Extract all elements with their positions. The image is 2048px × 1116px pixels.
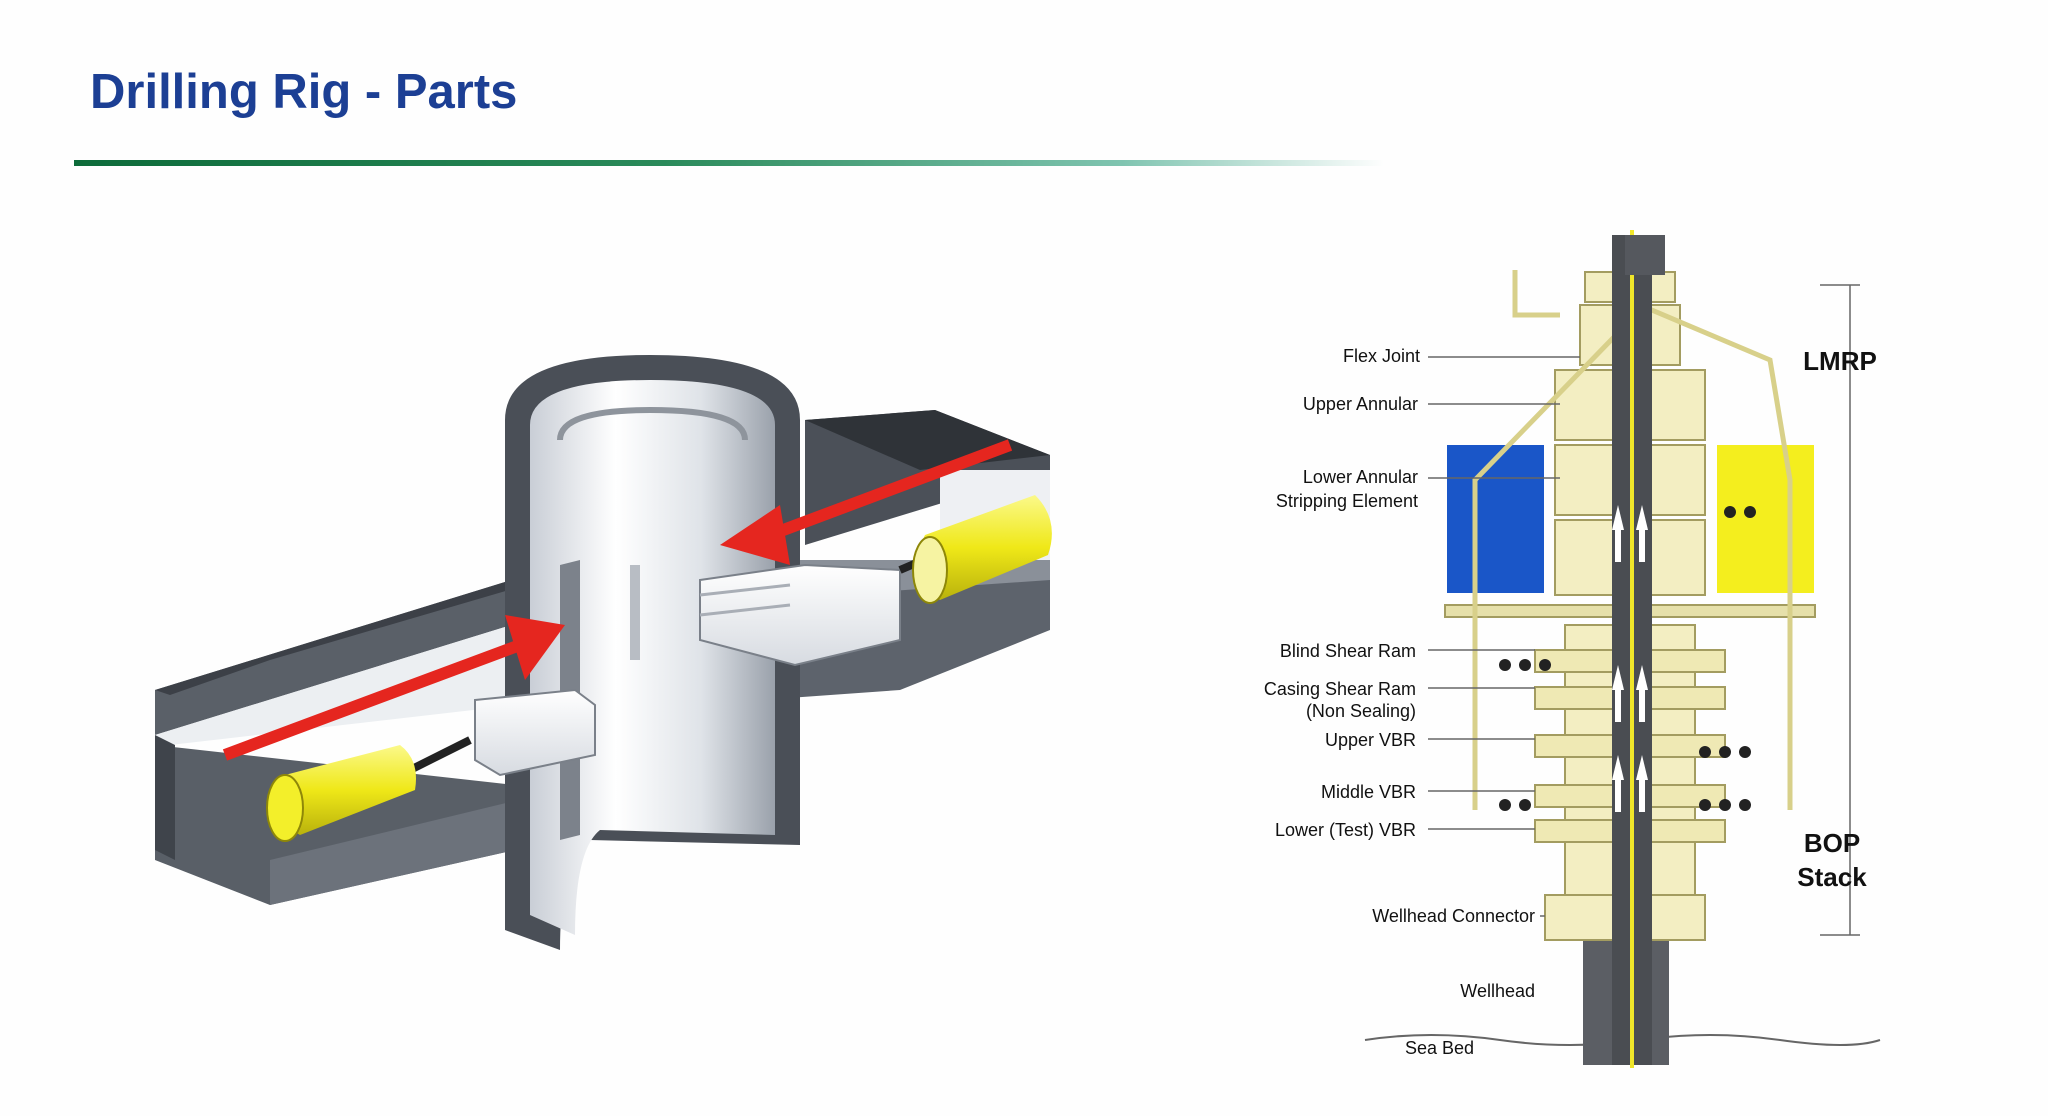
label-blind-shear-ram: Blind Shear Ram (1280, 641, 1416, 661)
yellow-control-pod (1717, 445, 1814, 593)
label-casing-shear-ram: Casing Shear Ram (1264, 679, 1416, 699)
label-stack: Stack (1797, 862, 1867, 892)
left-hydraulic-cylinder (266, 736, 472, 842)
bop-stack-diagram (1364, 230, 1881, 1068)
slide-title: Drilling Rig - Parts (90, 65, 518, 119)
left-ram-motion-arrow (222, 615, 565, 761)
label-leader-lines (1428, 284, 1860, 936)
label-upper-annular: Upper Annular (1303, 394, 1418, 414)
right-ram-block (699, 563, 901, 667)
right-hydraulic-cylinder (898, 495, 1052, 604)
label-bop: BOP (1804, 828, 1860, 858)
label-lower-annular: Lower Annular (1303, 467, 1418, 487)
label-lmrp: LMRP (1803, 346, 1877, 376)
label-stripping-element: Stripping Element (1276, 491, 1418, 511)
flow-arrows (1612, 505, 1648, 812)
riser (1625, 235, 1665, 275)
hydraulic-lines (1472, 270, 1793, 810)
label-lower-test-vbr: Lower (Test) VBR (1275, 820, 1416, 840)
label-flex-joint: Flex Joint (1343, 346, 1420, 366)
left-ram-block (474, 688, 596, 777)
right-ram-motion-arrow (720, 439, 1013, 565)
title-underline (74, 160, 1384, 166)
left-ram-housing (155, 565, 560, 905)
ram-bop-cutaway-diagram (155, 355, 1052, 950)
label-sea-bed: Sea Bed (1405, 1038, 1474, 1058)
ram-actuators (1499, 506, 1756, 811)
label-upper-vbr: Upper VBR (1325, 730, 1416, 750)
blue-control-pod (1447, 445, 1544, 593)
label-non-sealing: (Non Sealing) (1306, 701, 1416, 721)
label-middle-vbr: Middle VBR (1321, 782, 1416, 802)
label-wellhead: Wellhead (1460, 981, 1535, 1001)
label-wellhead-connector: Wellhead Connector (1372, 906, 1535, 926)
